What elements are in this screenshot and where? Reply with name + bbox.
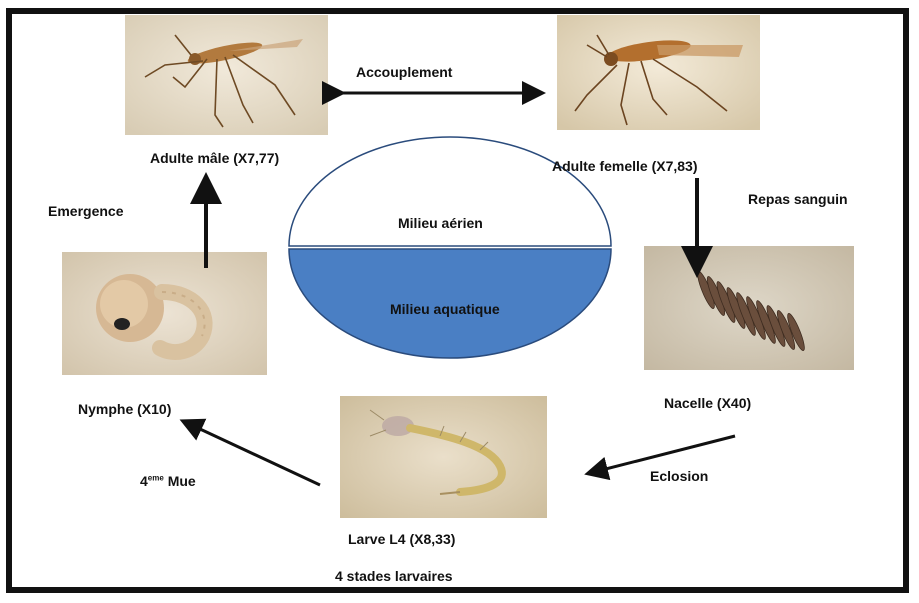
hatching-label: Eclosion <box>650 468 708 484</box>
aerial-medium-label: Milieu aérien <box>398 215 483 231</box>
emergence-label: Emergence <box>48 203 123 219</box>
pupa-label: Nymphe (X10) <box>78 401 171 417</box>
aquatic-medium-label: Milieu aquatique <box>390 301 500 317</box>
molt-arrow <box>185 422 320 485</box>
adult-female-label: Adulte femelle (X7,83) <box>552 158 698 174</box>
mating-label: Accouplement <box>356 64 452 80</box>
molt-label: 4eme Mue <box>140 473 196 489</box>
egg-raft-label: Nacelle (X40) <box>664 395 751 411</box>
adult-male-label: Adulte mâle (X7,77) <box>150 150 279 166</box>
larva-label: Larve L4 (X8,33) <box>348 531 455 547</box>
blood-meal-label: Repas sanguin <box>748 191 848 207</box>
larval-stages-label: 4 stades larvaires <box>335 568 453 584</box>
